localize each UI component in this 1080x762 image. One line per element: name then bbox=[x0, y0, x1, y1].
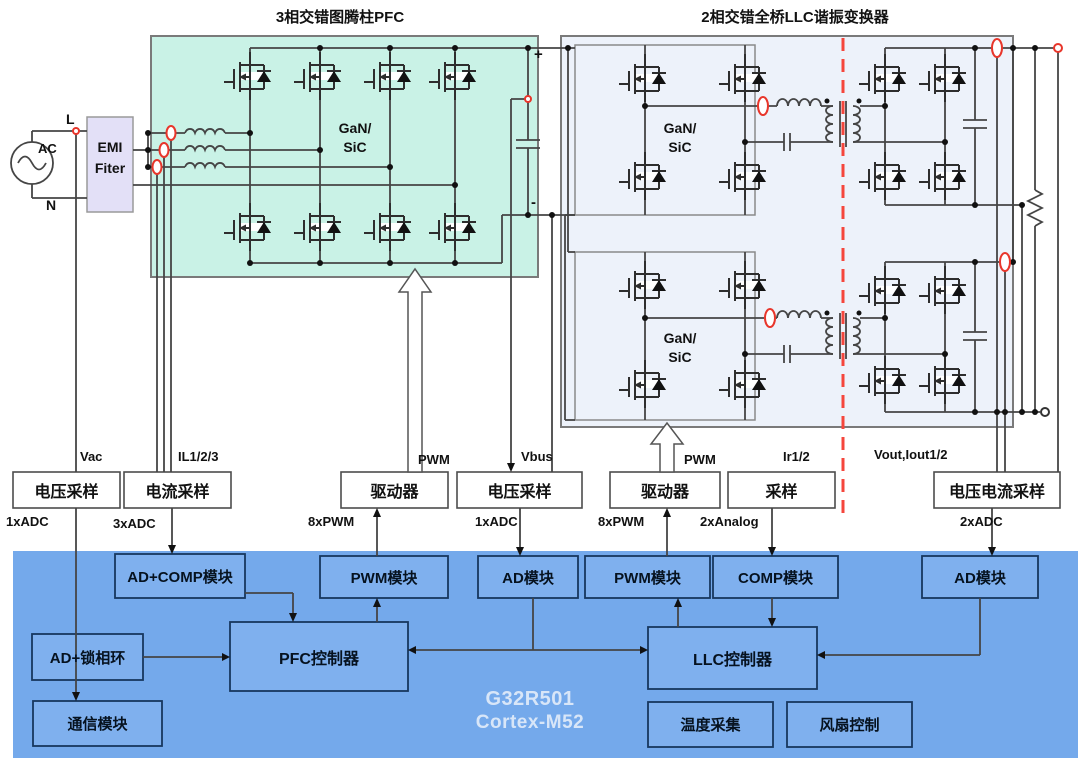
pfc-drive-arrow-icon bbox=[397, 267, 433, 473]
box-comm-module bbox=[32, 700, 163, 747]
comm-module-label: 通信模块 bbox=[67, 716, 128, 733]
box-pwm-module-llc bbox=[584, 555, 711, 599]
ad-module-out-label: AD模块 bbox=[954, 569, 1006, 587]
fan-module-label: 风扇控制 bbox=[819, 717, 880, 734]
vbus-io-label: 1xADC bbox=[475, 514, 518, 529]
box-ad-module-bus bbox=[477, 555, 579, 599]
box-voltage-sense-bus bbox=[456, 471, 583, 509]
junction-dots bbox=[145, 45, 1038, 415]
il-signal-label: IL1/2/3 bbox=[178, 449, 219, 464]
pfc-title: 3相交错图腾柱PFC bbox=[275, 9, 405, 26]
box-comp-module bbox=[712, 555, 839, 599]
pwm-module-llc-label: PWM模块 bbox=[614, 569, 681, 587]
box-pfc-driver bbox=[340, 471, 449, 509]
transformer-icon bbox=[825, 101, 861, 147]
box-ad-pll bbox=[31, 633, 144, 681]
comp-module-label: COMP模块 bbox=[737, 569, 813, 587]
temp-module-label: 温度采集 bbox=[680, 717, 741, 734]
llc-phase1-bridge-frame bbox=[574, 44, 756, 216]
line-label: L bbox=[66, 111, 75, 127]
box-output-sense bbox=[933, 471, 1061, 509]
vout-io-label: 2xADC bbox=[960, 514, 1003, 529]
llc-phase2-bridge-frame bbox=[574, 251, 756, 421]
transformer-icon bbox=[825, 313, 861, 359]
box-pfc-controller bbox=[229, 621, 409, 692]
voltage-sense-ac-label: 电压采样 bbox=[34, 484, 99, 501]
pfc-pwm-io-label: 8xPWM bbox=[308, 514, 355, 529]
box-llc-controller bbox=[647, 626, 818, 690]
llc2-switch-tech-label: GaN/SiC bbox=[663, 330, 697, 365]
llc-controller-label: LLC控制器 bbox=[692, 652, 773, 669]
output-sense-label: 电压电流采样 bbox=[948, 484, 1045, 501]
pfc-switch-tech-label: GaN/SiC bbox=[338, 120, 372, 155]
pfc-region bbox=[150, 35, 539, 278]
ad-pll-label: AD+锁相环 bbox=[49, 649, 126, 667]
output-negative-terminal bbox=[1040, 407, 1050, 417]
llc-title: 2相交错全桥LLC谐振变换器 bbox=[701, 9, 889, 26]
box-llc-driver bbox=[609, 471, 721, 509]
box-ad-module-out bbox=[921, 555, 1039, 599]
inductor-icon bbox=[184, 162, 226, 170]
box-ad-comp-module bbox=[114, 553, 246, 599]
box-fan-module bbox=[786, 701, 913, 748]
voltage-sense-bus-label: 电压采样 bbox=[487, 484, 552, 501]
inductor-icon bbox=[184, 128, 226, 136]
current-sense-label: 电流采样 bbox=[145, 484, 210, 501]
ad-comp-module-label: AD+COMP模块 bbox=[127, 568, 233, 586]
bus-plus-label: + bbox=[534, 46, 543, 63]
llc-pwm-io-label: 8xPWM bbox=[598, 514, 645, 529]
output-positive-terminal bbox=[1053, 43, 1063, 53]
box-current-sense bbox=[123, 471, 232, 509]
ir-io-label: 2xAnalog bbox=[700, 514, 759, 529]
bus-minus-label: - bbox=[531, 194, 536, 211]
vbus-signal-label: Vbus bbox=[521, 449, 553, 464]
load-resistor-icon bbox=[1025, 189, 1045, 227]
llc-driver-label: 驱动器 bbox=[640, 484, 689, 501]
box-resonant-sense bbox=[727, 471, 836, 509]
box-voltage-sense-ac bbox=[12, 471, 121, 509]
ad-module-bus-label: AD模块 bbox=[502, 569, 554, 587]
resonant-inductor-icon bbox=[776, 98, 822, 107]
emi-filter-box bbox=[86, 116, 134, 213]
ac-label: AC bbox=[38, 141, 57, 156]
llc-pwm-signal-label: PWM bbox=[684, 452, 716, 467]
pfc-driver-label: 驱动器 bbox=[370, 484, 419, 501]
ir-signal-label: Ir1/2 bbox=[783, 449, 810, 464]
resonant-inductor-icon bbox=[776, 310, 822, 319]
signal-arrowheads bbox=[72, 463, 996, 701]
llc-drive-arrow-icon bbox=[649, 421, 685, 473]
llc1-switch-tech-label: GaN/SiC bbox=[663, 120, 697, 155]
inductor-icon bbox=[184, 145, 226, 153]
mcu-chip-label: G32R501 Cortex-M52 bbox=[475, 688, 585, 733]
box-temp-module bbox=[647, 701, 774, 748]
vac-signal-label: Vac bbox=[80, 449, 103, 464]
vac-io-label: 1xADC bbox=[6, 514, 49, 529]
pwm-module-pfc-label: PWM模块 bbox=[350, 569, 418, 587]
wiring bbox=[10, 45, 1059, 694]
box-pwm-module-pfc bbox=[319, 555, 449, 599]
vout-iout-signal-label: Vout,Iout1/2 bbox=[874, 447, 948, 462]
pfc-pwm-signal-label: PWM bbox=[418, 452, 450, 467]
neutral-label: N bbox=[46, 197, 57, 213]
current-sensor-icons bbox=[72, 38, 1063, 328]
il-io-label: 3xADC bbox=[113, 516, 156, 531]
pfc-controller-label: PFC控制器 bbox=[278, 650, 359, 668]
resonant-sense-label: 采样 bbox=[765, 484, 798, 501]
